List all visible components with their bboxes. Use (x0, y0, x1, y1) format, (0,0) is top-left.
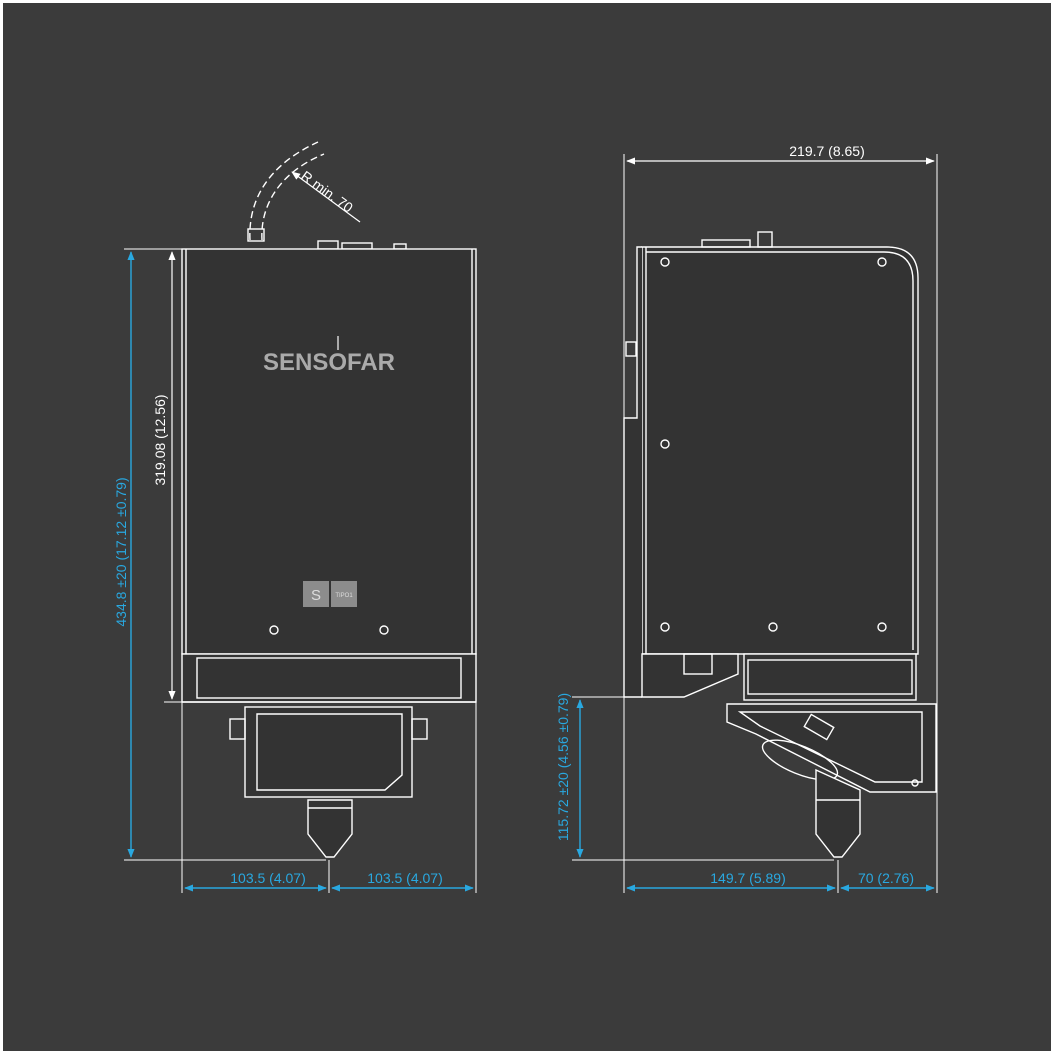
side-objective (815, 768, 861, 858)
screw-icon (768, 622, 778, 632)
side-back-connector (625, 341, 637, 357)
screw-icon (877, 622, 887, 632)
height-body-label: 319.08 (12.56) (152, 394, 168, 485)
badge-letter: S (311, 587, 321, 604)
width-right-label: 103.5 (4.07) (367, 870, 443, 886)
screw-icon (660, 622, 670, 632)
side-main-body (641, 246, 919, 655)
side-view (623, 231, 937, 858)
front-bracket-inner (196, 657, 462, 699)
screw-icon (379, 625, 389, 635)
side-lens-disc (761, 739, 839, 781)
lower-height-label: 115.72 ±20 (4.56 ±0.79) (555, 693, 571, 841)
sensofar-logo: SENSOFAR (263, 349, 395, 376)
screw-icon (877, 257, 887, 267)
screw-icon (911, 779, 919, 787)
front-lens-holder-inner (256, 713, 403, 791)
tail-label: 70 (2.76) (858, 870, 914, 886)
front-view (181, 141, 477, 858)
lower-height-dimension: 115.72 ±20 (4.56 ±0.79) (555, 693, 834, 861)
height-total-label: 434.8 ±20 (17.12 ±0.79) (113, 477, 129, 626)
height-total-dimension: 434.8 ±20 (17.12 ±0.79) (113, 248, 326, 861)
side-lens-holder (726, 703, 937, 793)
height-body-dimension: 319.08 (12.56) (152, 251, 182, 703)
front-bottom-bracket (181, 653, 477, 703)
cable-connector (247, 228, 265, 242)
lens-knob (229, 718, 246, 740)
front-objective (307, 799, 353, 858)
side-bracket-detail (683, 653, 713, 675)
side-back-plate (623, 246, 642, 698)
screw-icon (660, 257, 670, 267)
side-mount-block (743, 653, 917, 701)
lens-knob (411, 718, 428, 740)
depth-dimension: 219.7 (8.65) (623, 143, 938, 704)
badge-label-box (331, 581, 357, 607)
front-width-dimension: 103.5 (4.07) 103.5 (4.07) (181, 702, 477, 893)
offset-label: 149.7 (5.89) (710, 870, 786, 886)
screw-icon (269, 625, 279, 635)
badge-square (303, 581, 329, 607)
radius-arrow (291, 171, 361, 223)
side-top-connector (701, 239, 751, 248)
front-lens-holder (244, 706, 413, 798)
badge-label: TIPO1 (335, 593, 353, 599)
side-top-connector (757, 231, 773, 248)
cable-bend (249, 141, 319, 241)
screw-icon (660, 439, 670, 449)
depth-label: 219.7 (8.65) (789, 143, 865, 159)
side-width-dimension: 149.7 (5.89) 70 (2.76) (623, 697, 938, 893)
side-mount-inner (747, 659, 913, 695)
side-lower-bracket (641, 653, 739, 698)
side-body-inner-edge (646, 251, 914, 650)
side-lens-holder-inner (737, 711, 923, 783)
side-lens-knob (803, 713, 835, 741)
width-left-label: 103.5 (4.07) (230, 870, 306, 886)
